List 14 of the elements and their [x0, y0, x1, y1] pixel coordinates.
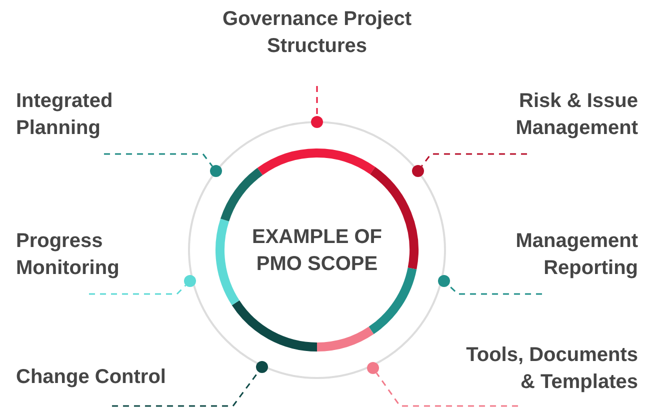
scope-label: Tools, Documents & Templates: [465, 343, 638, 395]
scope-label: Governance Project Structures: [222, 7, 412, 59]
leader-line: [316, 86, 318, 116]
scope-label: Risk & Issue Management: [514, 89, 638, 141]
scope-label: Progress Monitoring: [16, 229, 120, 281]
leader-line: [104, 153, 213, 167]
leader-line: [448, 284, 542, 295]
leader-line: [421, 153, 527, 167]
center-title: EXAMPLE OF PMO SCOPE: [250, 225, 383, 277]
scope-label: Management Reporting: [514, 229, 638, 281]
leader-line: [89, 284, 186, 295]
leader-line: [376, 372, 518, 407]
scope-label: Change Control: [16, 365, 167, 390]
scope-label: Integrated Planning: [16, 89, 114, 141]
